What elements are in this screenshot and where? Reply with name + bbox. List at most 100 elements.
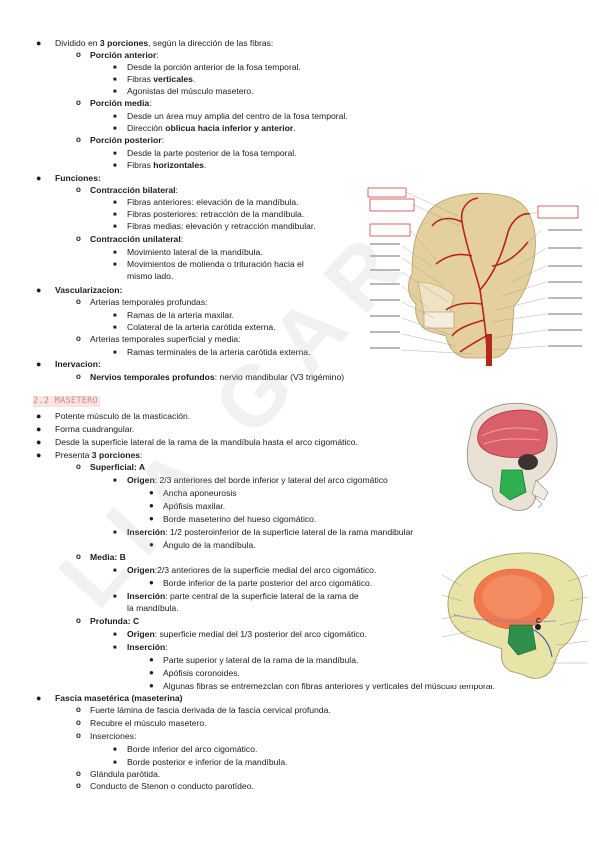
outline-text: Borde inferior de la parte posterior del… (163, 578, 373, 588)
bullet-icon: ■ (113, 350, 117, 356)
bullet-icon: o (76, 769, 81, 778)
bullet-icon: o (76, 781, 81, 790)
bullet-icon: o (76, 616, 81, 625)
outline-item: mismo lado. (127, 270, 173, 282)
outline-text: . (192, 74, 196, 84)
bullet-icon: o (76, 185, 81, 194)
bullet-icon: ● (36, 359, 42, 369)
bullet-icon: ■ (113, 151, 117, 157)
outline-text: Colateral de la arteria carótida externa… (127, 322, 276, 332)
outline-text: : (165, 642, 168, 652)
outline-item: Contracción unilateral: (90, 233, 183, 245)
outline-text: : 2/3 anteriores del borde inferior y la… (154, 475, 388, 485)
outline-text: Fibras medias: elevación y retracción ma… (127, 221, 316, 231)
outline-item: Fuerte lámina de fascia derivada de la f… (90, 704, 331, 716)
bullet-icon: ● (36, 38, 42, 48)
outline-text: Desde la parte posterior de la fosa temp… (127, 148, 297, 158)
bullet-icon: ■ (113, 212, 117, 218)
outline-text: Agonistas del músculo masetero. (127, 86, 254, 96)
outline-item: Porción media: (90, 97, 152, 109)
outline-item: Inserción: (127, 641, 168, 653)
bullet-icon: o (76, 552, 81, 561)
bullet-icon: ● (149, 578, 154, 587)
bullet-icon: ■ (113, 89, 117, 95)
bullet-icon: o (76, 731, 81, 740)
outline-item: Ramas terminales de la arteria carótida … (127, 346, 310, 358)
bullet-icon: ■ (113, 645, 117, 651)
temporal-muscle-shape (477, 409, 548, 458)
outline-item: Vascularizacion: (55, 284, 122, 296)
outline-text: Parte superior y lateral de la rama de l… (163, 655, 359, 665)
outline-text: : (156, 50, 159, 60)
outline-item: Desde la porción anterior de la fosa tem… (127, 61, 301, 73)
outline-text: Ancha aponeurosis (163, 488, 237, 498)
bullet-icon: ● (149, 681, 154, 690)
outline-text: Borde maseterino del hueso cigomático. (163, 514, 317, 524)
outline-text: Desde un área muy amplia del centro de l… (127, 111, 348, 121)
outline-item: Forma cuadrangular. (55, 423, 134, 435)
bullet-icon: ● (36, 173, 42, 183)
outline-item: Presenta 3 porciones: (55, 449, 142, 461)
outline-text: Algunas fibras se entremezclan con fibra… (163, 681, 495, 691)
outline-item: Algunas fibras se entremezclan con fibra… (163, 680, 495, 692)
head-arteries-figure (362, 186, 590, 368)
outline-text: : superficie medial del 1/3 posterior de… (154, 629, 367, 639)
outline-text: Dividido en (55, 38, 100, 48)
outline-text: : (140, 450, 143, 460)
outline-item: Desde la superficie lateral de la rama d… (55, 436, 358, 448)
outline-item: Desde la parte posterior de la fosa temp… (127, 147, 297, 159)
outline-item: Apófisis maxilar. (163, 500, 225, 512)
outline-item: la mandíbula. (127, 602, 179, 614)
outline-text: Desde la superficie lateral de la rama d… (55, 437, 358, 447)
bullet-icon: ■ (113, 478, 117, 484)
outline-text: horizontales (153, 160, 204, 170)
outline-text: Movimientos de molienda o trituración ha… (127, 259, 304, 269)
outline-text: Media: B (90, 552, 126, 562)
outline-text: , según la dirección de las fibras: (148, 38, 274, 48)
bullet-icon: o (76, 372, 81, 381)
outline-item: Superficial: A (90, 461, 145, 473)
outline-item: Borde inferior del arco cigomático. (127, 743, 257, 755)
outline-item: Fibras horizontales. (127, 159, 206, 171)
outline-text: Borde posterior e inferior de la mandíbu… (127, 757, 288, 767)
bullet-icon: o (76, 98, 81, 107)
outline-item: Inervacion: (55, 358, 101, 370)
outline-item: Origen: 2/3 anteriores del borde inferio… (127, 474, 388, 486)
outline-item: Funciones: (55, 172, 101, 184)
outline-text: : (175, 185, 178, 195)
outline-item: Inserción: 1/2 posteroinferior de la sup… (127, 526, 413, 538)
outline-item: Borde inferior de la parte posterior del… (163, 577, 372, 589)
bullet-icon: ■ (113, 313, 117, 319)
outline-text: . (203, 160, 207, 170)
outline-text: . (293, 123, 296, 133)
outline-text: : 1/2 posteroinferior de la superficie l… (165, 527, 414, 537)
bullet-icon: ■ (113, 594, 117, 600)
outline-item: Conducto de Stenon o conducto parotídeo. (90, 780, 254, 792)
bullet-icon: o (76, 334, 81, 343)
outline-text: : (161, 135, 165, 145)
outline-text: : parte central de la superficie lateral… (165, 591, 359, 601)
bullet-icon: ■ (113, 632, 117, 638)
outline-item: Profunda: C (90, 615, 139, 627)
outline-item: Arterias temporales superficial y media: (90, 333, 240, 345)
outline-text: Conducto de Stenon o conducto parotídeo. (90, 781, 254, 791)
outline-item: Apófisis coronoides. (163, 667, 240, 679)
outline-item: Potente músculo de la masticación. (55, 410, 190, 422)
outline-text: Inserción (127, 642, 166, 652)
bullet-icon: ■ (113, 65, 117, 71)
bullet-icon: ● (149, 655, 154, 664)
outline-text: oblicua hacia inferior y anterior (165, 123, 294, 133)
outline-text: Origen (127, 565, 155, 575)
bullet-icon: ● (36, 693, 42, 703)
bullet-icon: ■ (113, 224, 117, 230)
outline-text: Potente músculo de la masticación. (55, 411, 191, 421)
outline-text: Fuerte lámina de fascia derivada de la f… (90, 705, 331, 715)
outline-text: Glándula parótida. (90, 769, 161, 779)
outline-item: Porción posterior: (90, 134, 164, 146)
bullet-icon: ● (149, 668, 154, 677)
outline-item: Nervios temporales profundos: nervio man… (90, 371, 344, 383)
outline-item: Agonistas del músculo masetero. (127, 85, 254, 97)
bullet-icon: ■ (113, 760, 117, 766)
bullet-icon: ● (36, 424, 42, 434)
outline-text: Profunda: C (90, 616, 140, 626)
